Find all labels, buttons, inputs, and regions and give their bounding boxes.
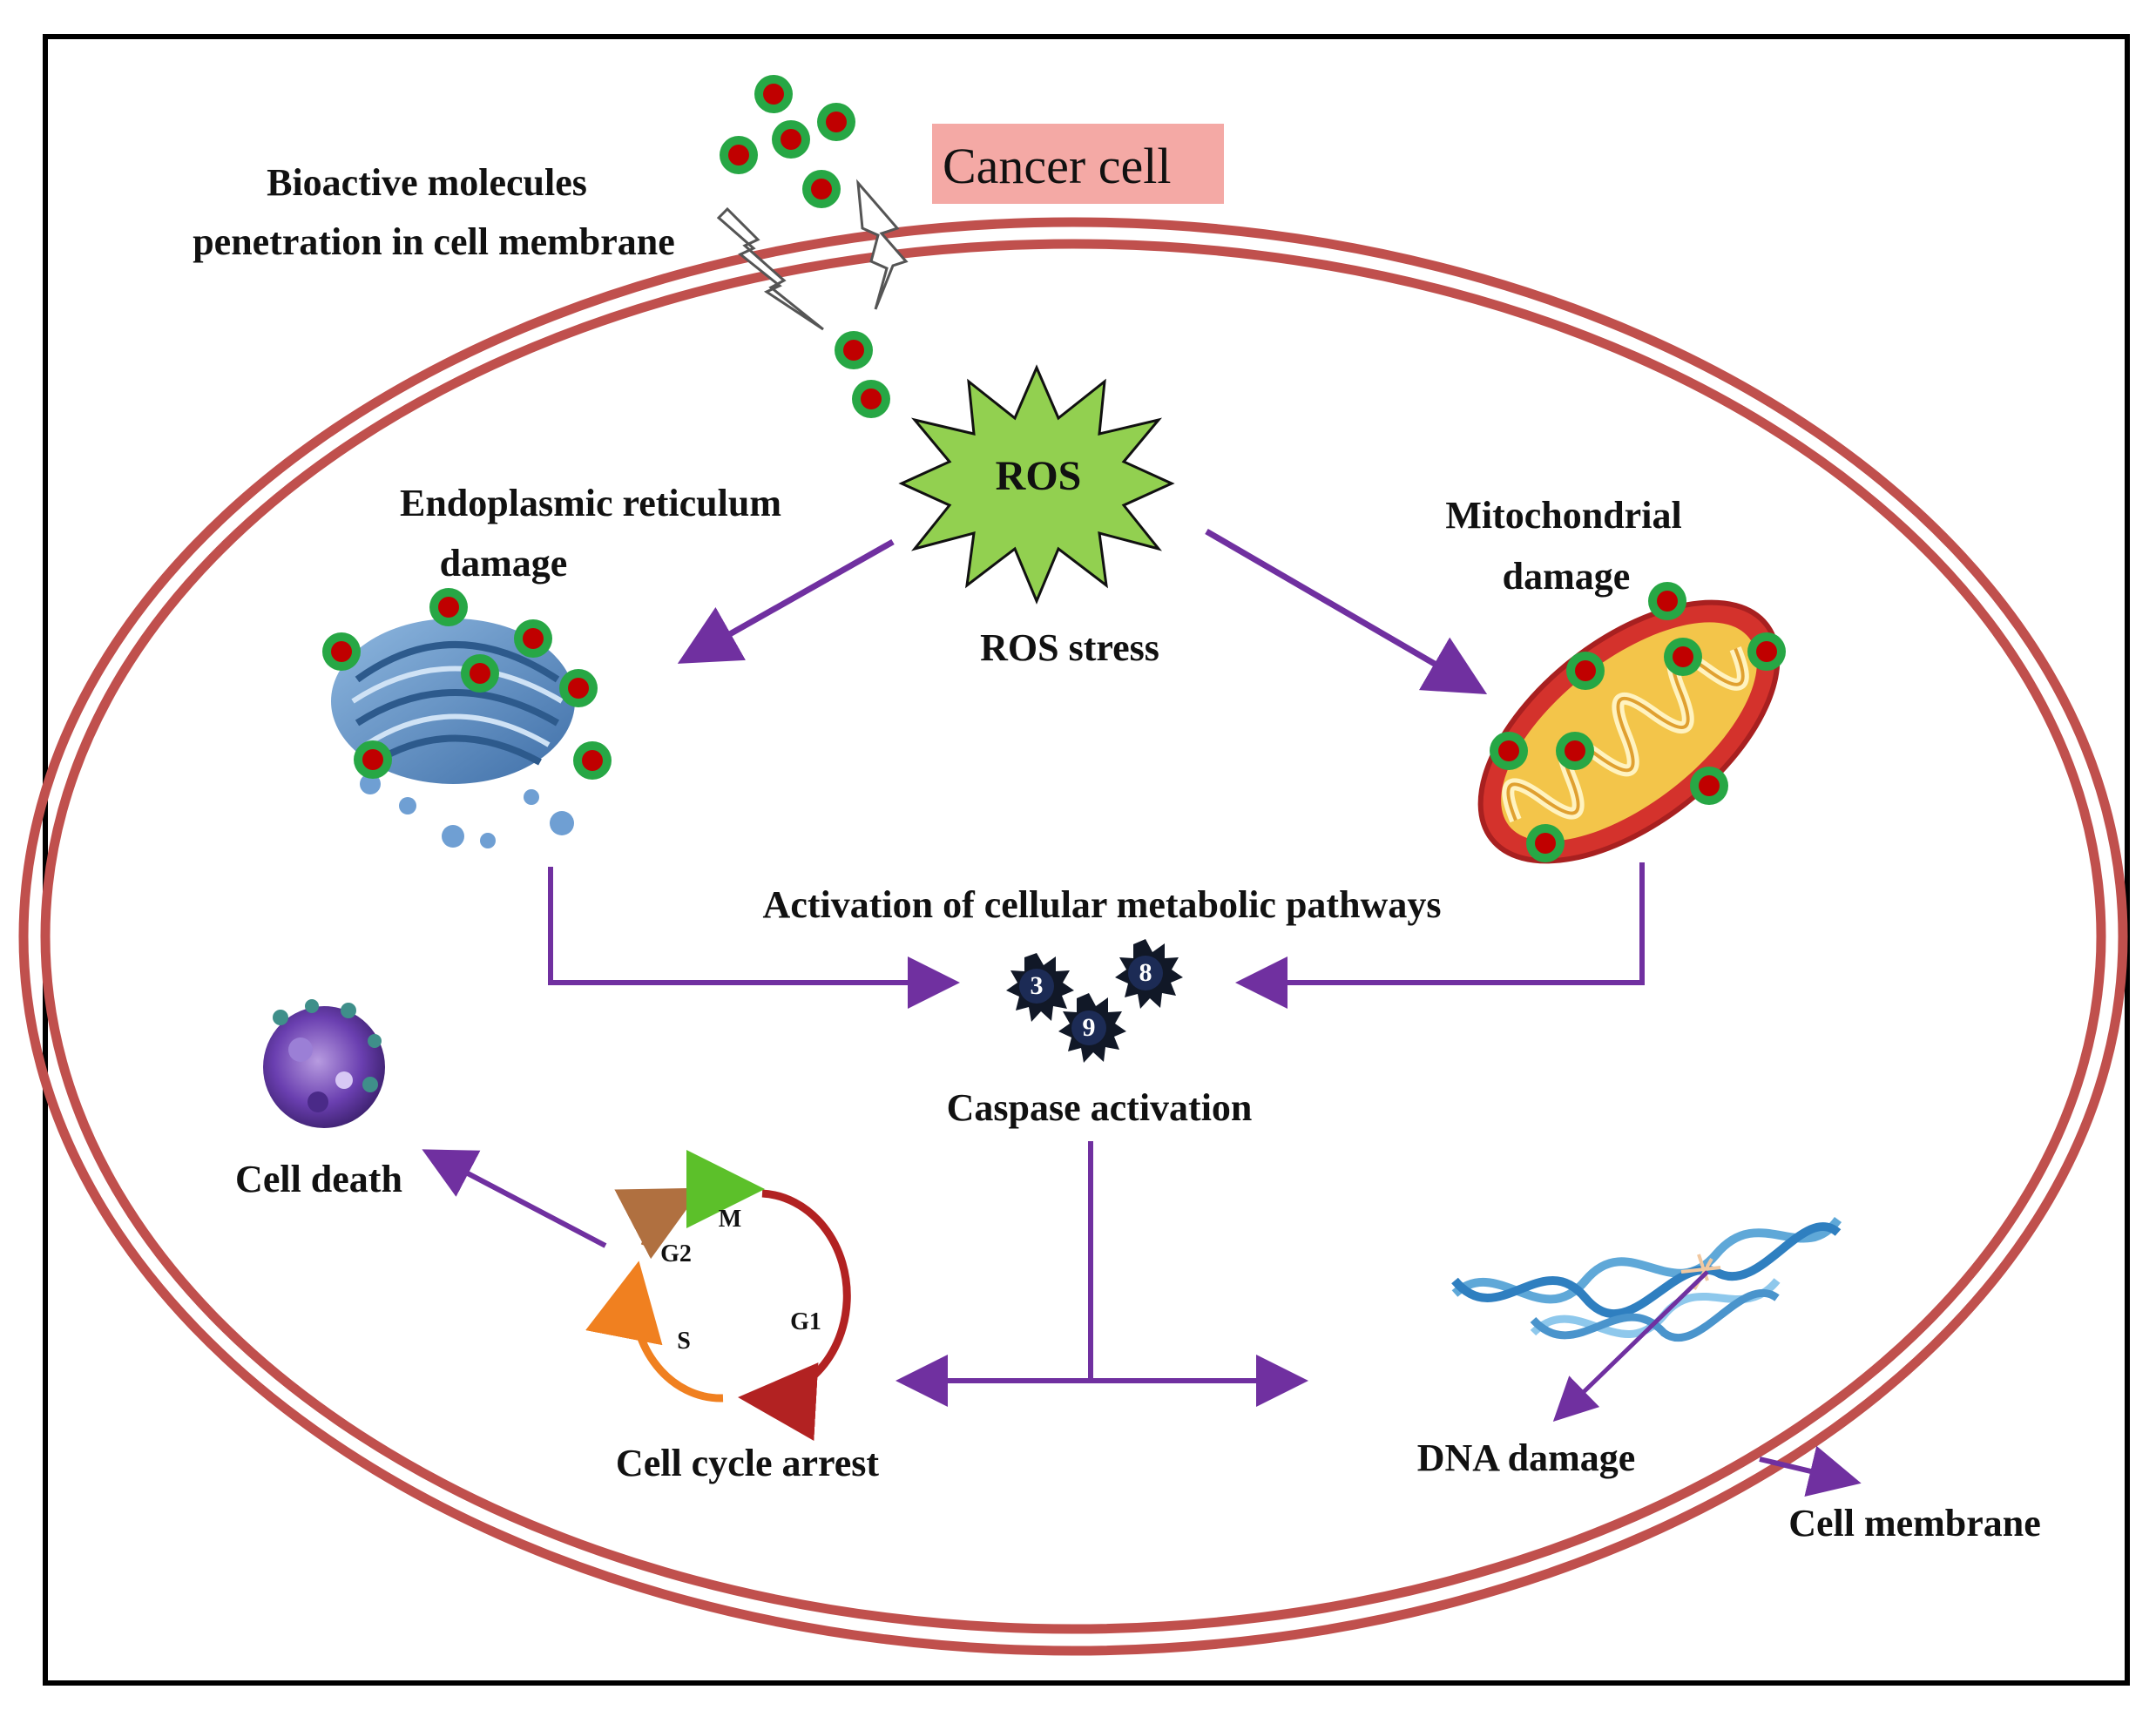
outer-frame xyxy=(43,34,2130,1686)
bioactive-molecule-core xyxy=(861,389,882,409)
dna-helix-icon xyxy=(1451,1216,1842,1342)
caspase-9-label: 9 xyxy=(1082,1013,1096,1042)
arrow-to-cell-death xyxy=(422,1149,607,1248)
bioactive-molecule-core xyxy=(1673,646,1693,667)
caspase-activation-label: Caspase activation xyxy=(946,1086,1253,1129)
er-damage-label-line2: damage xyxy=(439,542,568,585)
phase-g1-label: G1 xyxy=(790,1308,821,1335)
cell-membrane-inner xyxy=(40,239,2106,1634)
bioactive-molecule-core xyxy=(763,84,784,105)
bioactive-molecule-core xyxy=(582,750,603,771)
er-damage-label-line1: Endoplasmic reticulum xyxy=(399,482,782,524)
bioactive-molecule-core xyxy=(438,597,459,618)
bioactive-molecule-core xyxy=(1535,833,1556,854)
bioactive-molecule-core xyxy=(362,749,383,770)
bioactive-molecule-core xyxy=(523,628,544,649)
ros-stress-label: ROS stress xyxy=(980,626,1159,669)
phase-m-label: M xyxy=(718,1206,742,1233)
bioactive-molecule-core xyxy=(781,129,801,150)
metabolic-pathways-label: Activation of cellular metabolic pathway… xyxy=(762,883,1442,926)
arrow-ros-to-er xyxy=(677,538,895,664)
arrow-ros-to-mito xyxy=(1205,528,1488,695)
lightning-bolt-icon xyxy=(716,206,824,331)
bioactive-molecule-core xyxy=(1699,775,1720,796)
title-box xyxy=(932,124,1224,204)
dying-cell-icon xyxy=(263,999,385,1128)
arrow-er-to-caspase xyxy=(548,867,960,1009)
arrow-dna-break xyxy=(1552,1270,1709,1422)
endoplasmic-reticulum-icon xyxy=(331,618,575,848)
bioactive-molecule-core xyxy=(728,145,749,166)
mito-damage-label-line2: damage xyxy=(1502,555,1631,598)
lightning-bolt-icon xyxy=(856,179,909,310)
caspase-8-label: 8 xyxy=(1139,958,1152,987)
bioactive-molecule-core xyxy=(811,179,832,199)
mitochondrion-icon xyxy=(1477,599,1781,864)
caspase-cluster xyxy=(1006,939,1183,1063)
bioactive-molecule-core xyxy=(1575,660,1596,681)
bioactive-molecules xyxy=(322,75,1786,862)
cell-membrane-label: Cell membrane xyxy=(1788,1502,2041,1544)
bioactive-molecule-core xyxy=(1498,740,1519,761)
mito-damage-label-line1: Mitochondrial xyxy=(1445,494,1682,537)
bioactive-molecule-core xyxy=(1565,740,1585,761)
phase-g2-label: G2 xyxy=(660,1240,692,1267)
arrow-cell-membrane-pointer xyxy=(1759,1445,1862,1497)
phase-s-label: S xyxy=(677,1328,691,1355)
cell-membrane-outer xyxy=(18,217,2128,1656)
dna-damage-label: DNA damage xyxy=(1416,1436,1636,1479)
bioactive-molecule-core xyxy=(331,641,352,662)
bioactive-molecule-core xyxy=(1756,641,1777,662)
caspase-3-label: 3 xyxy=(1030,971,1044,1000)
bioactive-molecule-core xyxy=(843,340,864,361)
cell-cycle-wheel-icon xyxy=(585,1150,851,1441)
cell-death-label: Cell death xyxy=(235,1158,402,1200)
bioactive-label-line2: penetration in cell membrane xyxy=(193,220,675,263)
arrow-mito-to-caspase xyxy=(1235,862,1645,1009)
bioactive-molecule-core xyxy=(1657,591,1678,612)
title-label: Cancer cell xyxy=(943,138,1172,194)
bioactive-molecule-core xyxy=(826,112,847,132)
ros-star xyxy=(898,364,1175,605)
ros-label: ROS xyxy=(995,453,1082,499)
bioactive-molecule-core xyxy=(470,663,490,684)
bioactive-label-line1: Bioactive molecules xyxy=(267,161,587,204)
bioactive-molecule-core xyxy=(568,678,589,699)
cell-cycle-arrest-label: Cell cycle arrest xyxy=(615,1442,880,1484)
